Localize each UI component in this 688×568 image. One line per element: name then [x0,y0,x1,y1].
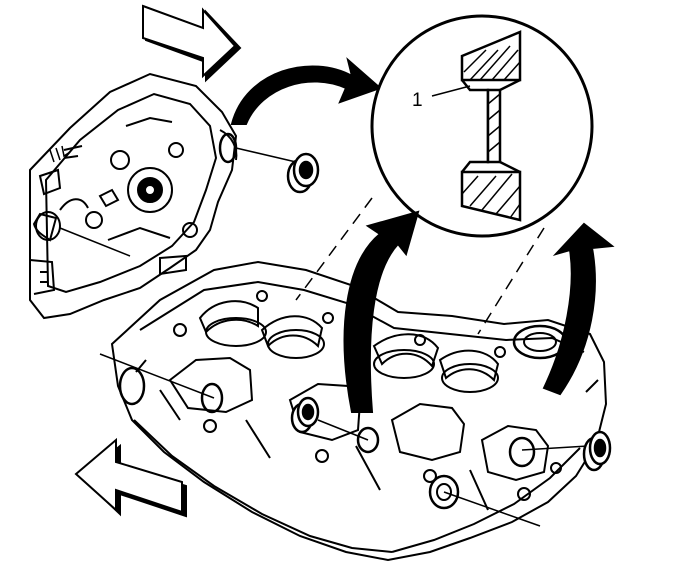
curved-callout-arrow-icon [230,57,382,125]
callout-number-1: 1 [412,90,423,111]
leader-lines-block [99,353,589,527]
curved-callout-arrow-icon [343,210,615,413]
leader-lines-cover [59,147,297,257]
direction-arrow-left-icon [74,437,187,518]
cam-bearing-seal-top [286,152,320,194]
alignment-dashed-lines [295,197,545,335]
direction-arrow-right-icon [142,4,242,83]
magnified-bearing-section-icon [370,14,594,238]
cover-casting-marks [49,145,71,163]
cam-bearing-seal-middle [290,396,320,434]
cam-bearing-seal-right [582,430,612,472]
front-cover-assembly [29,72,238,320]
